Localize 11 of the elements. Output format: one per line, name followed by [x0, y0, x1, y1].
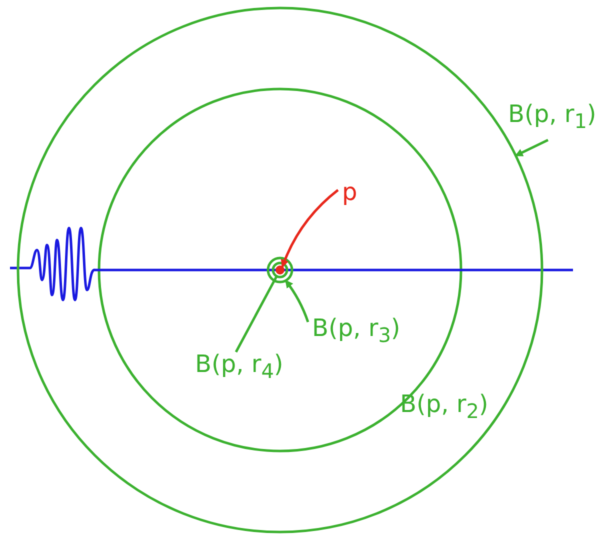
ball-label: B(p, r$_{2}$)	[400, 390, 488, 425]
point-label: p	[342, 178, 358, 206]
leader-arrow	[284, 280, 310, 322]
leader-arrow	[281, 189, 339, 268]
ball-circle	[272, 262, 288, 278]
leader-arrow	[514, 138, 549, 157]
ball-circle	[266, 256, 294, 284]
leader-line	[234, 276, 278, 353]
ball-label: B(p, r$_{3}$)	[312, 314, 400, 349]
ball-label: B(p, r$_{4}$)	[195, 350, 284, 385]
ball-label: B(p, r$_{1}$)	[508, 100, 596, 135]
